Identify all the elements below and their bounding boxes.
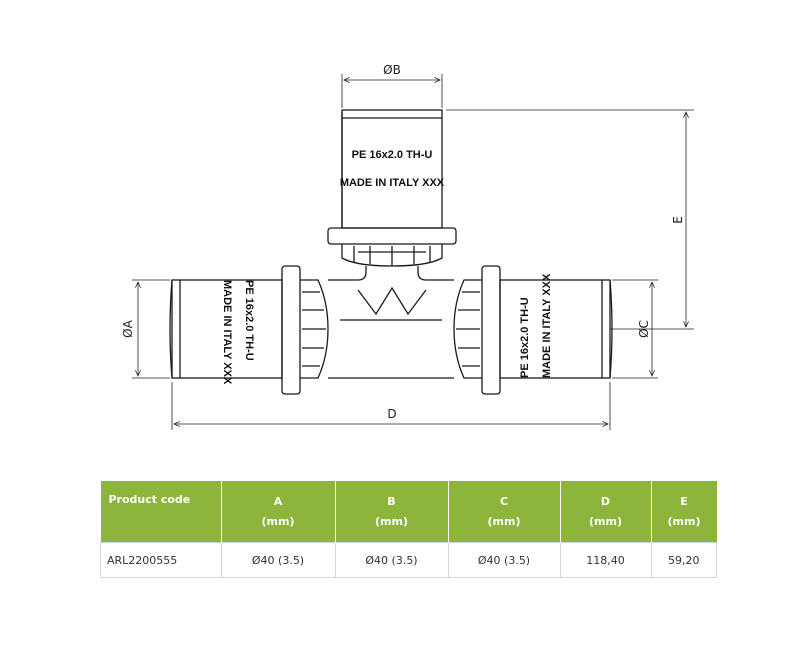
top-pipe-marking-2: MADE IN ITALY XXX: [340, 177, 445, 189]
cell-c: Ø40 (3.5): [447, 542, 561, 578]
header-d: D(mm): [560, 481, 652, 543]
cell-d: 118,40: [559, 542, 652, 578]
right-pipe-marking-2: MADE IN ITALY XXX: [541, 273, 553, 378]
header-c: C(mm): [448, 481, 561, 543]
header-a: A(mm): [221, 481, 336, 543]
table-row: ARL2200555 Ø40 (3.5) Ø40 (3.5) Ø40 (3.5)…: [100, 542, 717, 578]
cell-a: Ø40 (3.5): [220, 542, 336, 578]
dim-label-a: ØA: [121, 319, 135, 337]
header-product-code: Product code: [100, 481, 222, 543]
dim-label-d: D: [387, 407, 396, 421]
product-spec-table: Product code A(mm) B(mm) C(mm) D(mm) E(m…: [100, 481, 717, 578]
top-pipe-marking-1: PE 16x2.0 TH-U: [352, 149, 433, 161]
left-pipe-marking-2: MADE IN ITALY XXX: [221, 280, 233, 385]
dim-label-b: ØB: [383, 63, 401, 77]
dim-label-e: E: [671, 216, 685, 224]
cell-product-code: ARL2200555: [100, 542, 222, 578]
dim-label-c: ØC: [637, 320, 651, 338]
cell-b: Ø40 (3.5): [334, 542, 449, 578]
left-pipe-marking-1: PE 16x2.0 TH-U: [243, 280, 255, 361]
tee-fitting-drawing: PE 16x2.0 TH-U MADE IN ITALY XXX PE 16x2…: [121, 63, 694, 430]
header-b: B(mm): [335, 481, 449, 543]
cell-e: 59,20: [650, 542, 717, 578]
header-e: E(mm): [651, 481, 717, 543]
right-pipe-marking-1: PE 16x2.0 TH-U: [519, 297, 531, 378]
table-header-row: Product code A(mm) B(mm) C(mm) D(mm) E(m…: [100, 481, 717, 543]
